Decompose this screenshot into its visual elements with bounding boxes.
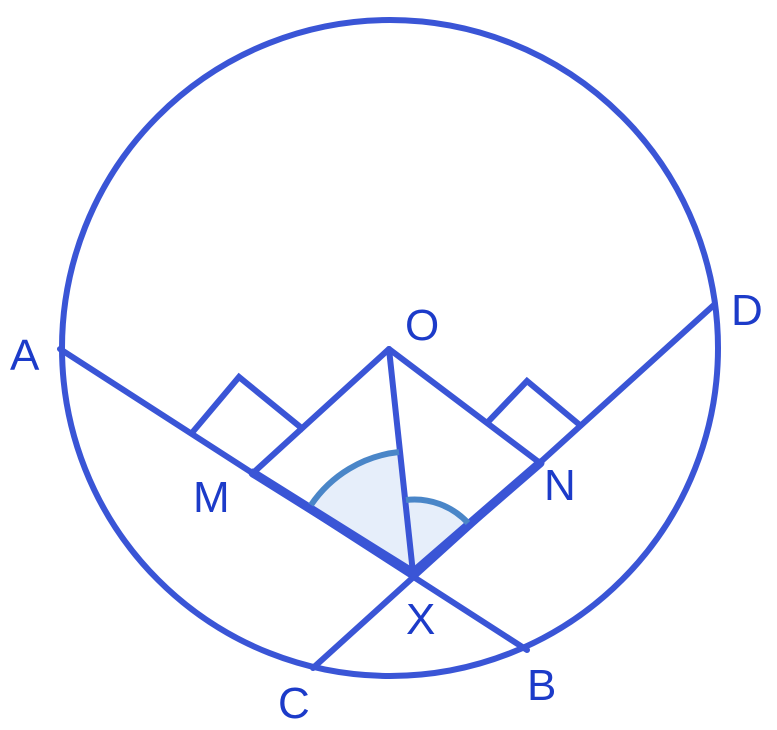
label-n: N [544, 461, 576, 510]
right-angle-marker-m [188, 372, 306, 436]
segment-ox [386, 346, 416, 576]
label-a: A [10, 331, 40, 380]
segment-xn [408, 458, 545, 578]
label-d: D [731, 286, 763, 335]
label-o: O [405, 301, 439, 350]
label-m: M [193, 473, 230, 522]
segment-mx [248, 468, 418, 578]
segment-om [250, 346, 392, 476]
angle-sector-small [406, 499, 468, 573]
angle-arc-small [405, 496, 471, 526]
label-b: B [527, 661, 556, 710]
label-x: X [406, 595, 435, 644]
segment-on [386, 346, 543, 466]
right-angle-marker-n [483, 376, 583, 429]
angle-arc-large [308, 449, 400, 507]
label-c: C [278, 679, 310, 728]
angle-sector-large [311, 452, 413, 573]
